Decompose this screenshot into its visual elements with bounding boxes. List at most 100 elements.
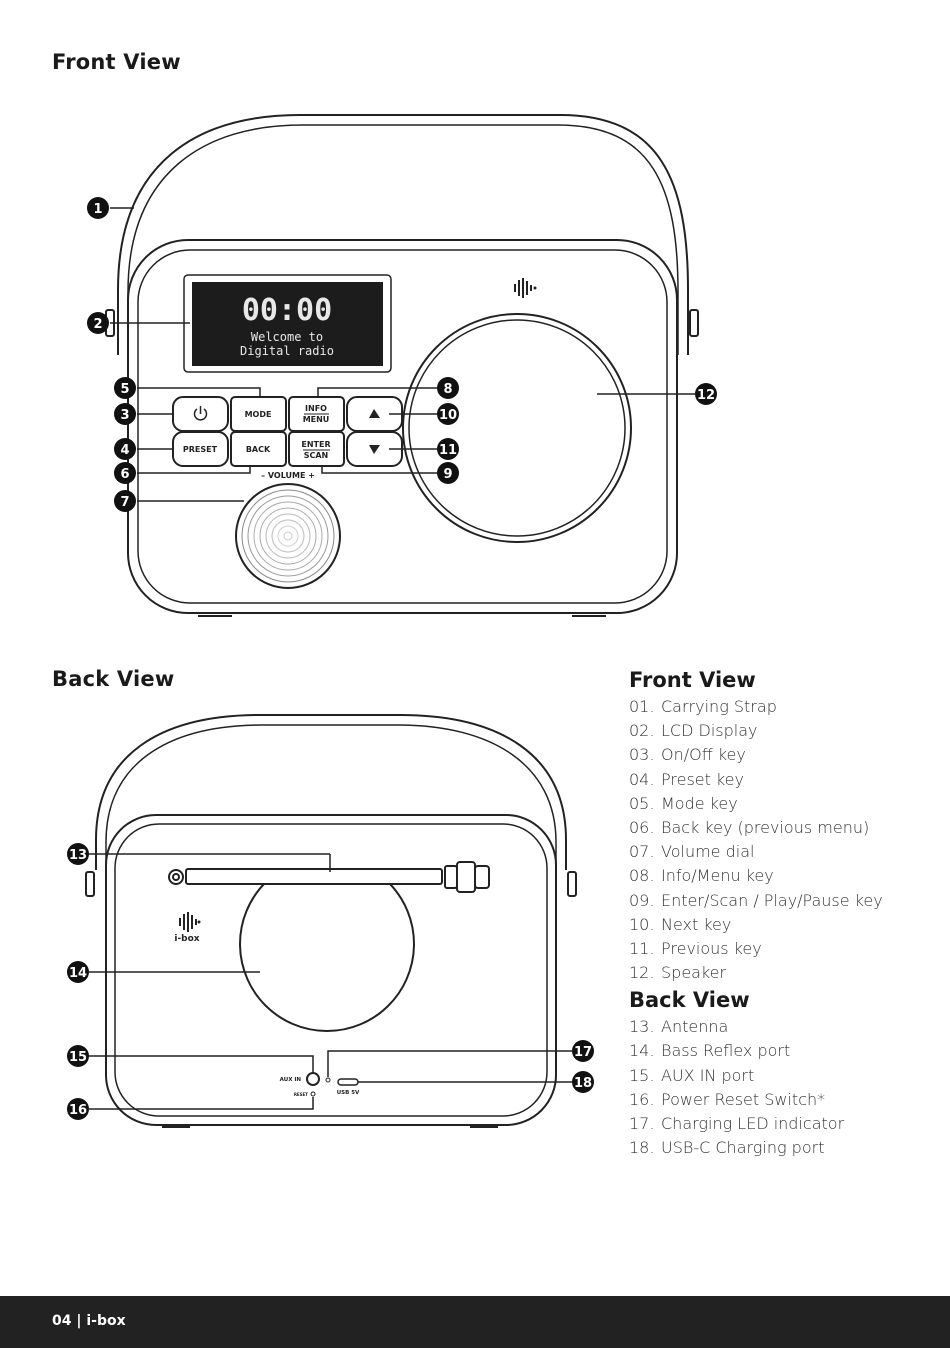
- legend-item-number: 09.: [629, 890, 655, 910]
- legend-item-label: Speaker: [661, 963, 727, 983]
- info-button-label: INFO: [305, 404, 327, 413]
- callout-5: 5: [114, 377, 136, 399]
- lcd-display: [192, 282, 383, 366]
- callout-14: 14: [67, 961, 89, 983]
- callout-13: 13: [67, 843, 89, 865]
- legend-item: 12. Speaker: [629, 961, 929, 985]
- back-view-diagram: i-box AUX IN RESET USB 5V 13 14 15 16 17…: [67, 714, 594, 1128]
- carrying-strap: [117, 114, 689, 355]
- legend-item-number: 01.: [629, 697, 655, 716]
- legend-item-number: 12.: [629, 963, 655, 983]
- legend-item-label: Antenna: [661, 1017, 729, 1037]
- svg-text:12: 12: [697, 388, 715, 403]
- legend-item: 02. LCD Display: [629, 719, 929, 743]
- legend-item-number: 10.: [629, 914, 655, 934]
- menu-button-label: MENU: [303, 415, 330, 424]
- legend-item-number: 17.: [629, 1114, 655, 1133]
- legend-item: 16.Power Reset Switch*: [629, 1088, 929, 1112]
- bass-reflex-port: [239, 883, 415, 1032]
- back-body: [105, 814, 557, 1126]
- legend-item-label: Previous key: [661, 938, 762, 958]
- legend-item-label: Power Reset Switch*: [661, 1089, 826, 1109]
- i-box-logo: [179, 912, 201, 932]
- legend-item: 18.USB-C Charging port: [629, 1136, 929, 1160]
- parts-legend: Front View 01. Carrying Strap 02. LCD Displ…: [629, 667, 929, 1160]
- legend-item-number: 08.: [629, 866, 655, 886]
- svg-text:4: 4: [120, 443, 129, 458]
- enter-button-label: ENTER: [301, 440, 330, 449]
- callout-16: 16: [67, 1098, 89, 1120]
- legend-item-number: 07.: [629, 842, 655, 862]
- brand-label: i-box: [174, 934, 199, 944]
- svg-text:1: 1: [93, 202, 102, 217]
- callout-15: 15: [67, 1045, 89, 1067]
- legend-item-number: 03.: [629, 745, 655, 765]
- svg-text:7: 7: [120, 495, 129, 510]
- callout-6: 6: [114, 462, 136, 484]
- legend-item-label: Volume dial: [661, 842, 755, 862]
- svg-text:15: 15: [69, 1050, 87, 1065]
- callout-7: 7: [114, 490, 136, 512]
- back-button-label: BACK: [246, 445, 271, 454]
- legend-item-number: 06.: [629, 817, 655, 837]
- power-icon: [193, 406, 208, 421]
- back-strap: [95, 714, 567, 870]
- legend-item: 04.Preset key: [629, 768, 929, 792]
- callout-1: 1: [87, 197, 109, 219]
- svg-text:5: 5: [120, 382, 129, 397]
- front-view-diagram: 00:00 Welcome to Digital radio MODE INFO…: [87, 114, 717, 617]
- legend-item: 07. Volume dial: [629, 840, 929, 864]
- legend-item-number: 18.: [629, 1138, 655, 1158]
- legend-item-label: AUX IN port: [661, 1065, 755, 1085]
- legend-item-label: LCD Display: [661, 721, 758, 741]
- legend-item: 08.Info/Menu key: [629, 864, 929, 888]
- svg-text:16: 16: [69, 1103, 87, 1118]
- legend-item: 13. Antenna: [629, 1015, 929, 1039]
- legend-item: 14.Bass Reflex port: [629, 1039, 929, 1063]
- legend-item: 01. Carrying Strap: [629, 695, 929, 719]
- scan-button-label: SCAN: [304, 451, 329, 460]
- brand-waves-icon: [514, 278, 537, 298]
- callout-4: 4: [114, 438, 136, 460]
- antenna-base: [168, 869, 184, 885]
- svg-text:17: 17: [574, 1045, 592, 1060]
- lcd-time: 00:00: [242, 293, 332, 328]
- legend-item-number: 02.: [629, 721, 655, 741]
- callout-18: 18: [572, 1071, 594, 1093]
- svg-text:18: 18: [574, 1076, 592, 1091]
- legend-item-label: Carrying Strap: [661, 697, 777, 716]
- svg-text:10: 10: [439, 408, 457, 423]
- legend-item-label: On/Off key: [661, 745, 746, 765]
- legend-item-number: 15.: [629, 1065, 655, 1085]
- legend-item: 17.Charging LED indicator: [629, 1112, 929, 1136]
- speaker-outer: [402, 313, 632, 543]
- svg-text:6: 6: [120, 467, 129, 482]
- legend-item-label: Bass Reflex port: [661, 1041, 791, 1061]
- legend-item-label: Preset key: [661, 769, 744, 789]
- back-view-heading: Back View: [52, 667, 175, 691]
- legend-item-number: 13.: [629, 1017, 655, 1037]
- volume-label: – VOLUME +: [261, 471, 315, 480]
- aux-in-label: AUX IN: [280, 1077, 302, 1083]
- page-number: 04 | i-box: [52, 1313, 126, 1329]
- callout-3: 3: [114, 403, 136, 425]
- callout-8: 8: [437, 377, 459, 399]
- svg-text:11: 11: [439, 443, 457, 458]
- legend-front-heading: Front View: [629, 668, 756, 692]
- usb-label: USB 5V: [337, 1090, 360, 1096]
- down-arrow-icon: [369, 445, 380, 454]
- legend-item-label: Back key (previous menu): [661, 817, 870, 837]
- legend-item-number: 11.: [629, 938, 655, 958]
- legend-item-label: Enter/Scan / Play/Pause key: [661, 890, 883, 910]
- aux-in-port: [306, 1072, 320, 1086]
- antenna: [185, 868, 443, 885]
- legend-item-label: Mode key: [661, 793, 738, 813]
- front-parts-list: 01. Carrying Strap 02. LCD Display 03. On/Off…: [629, 695, 929, 985]
- reset-label: RESET: [294, 1092, 308, 1097]
- svg-text:13: 13: [69, 848, 87, 863]
- preset-button-label: PRESET: [183, 445, 218, 454]
- svg-text:3: 3: [120, 408, 129, 423]
- callout-12: 12: [695, 383, 717, 405]
- charging-led: [325, 1077, 331, 1083]
- callout-10: 10: [437, 403, 459, 425]
